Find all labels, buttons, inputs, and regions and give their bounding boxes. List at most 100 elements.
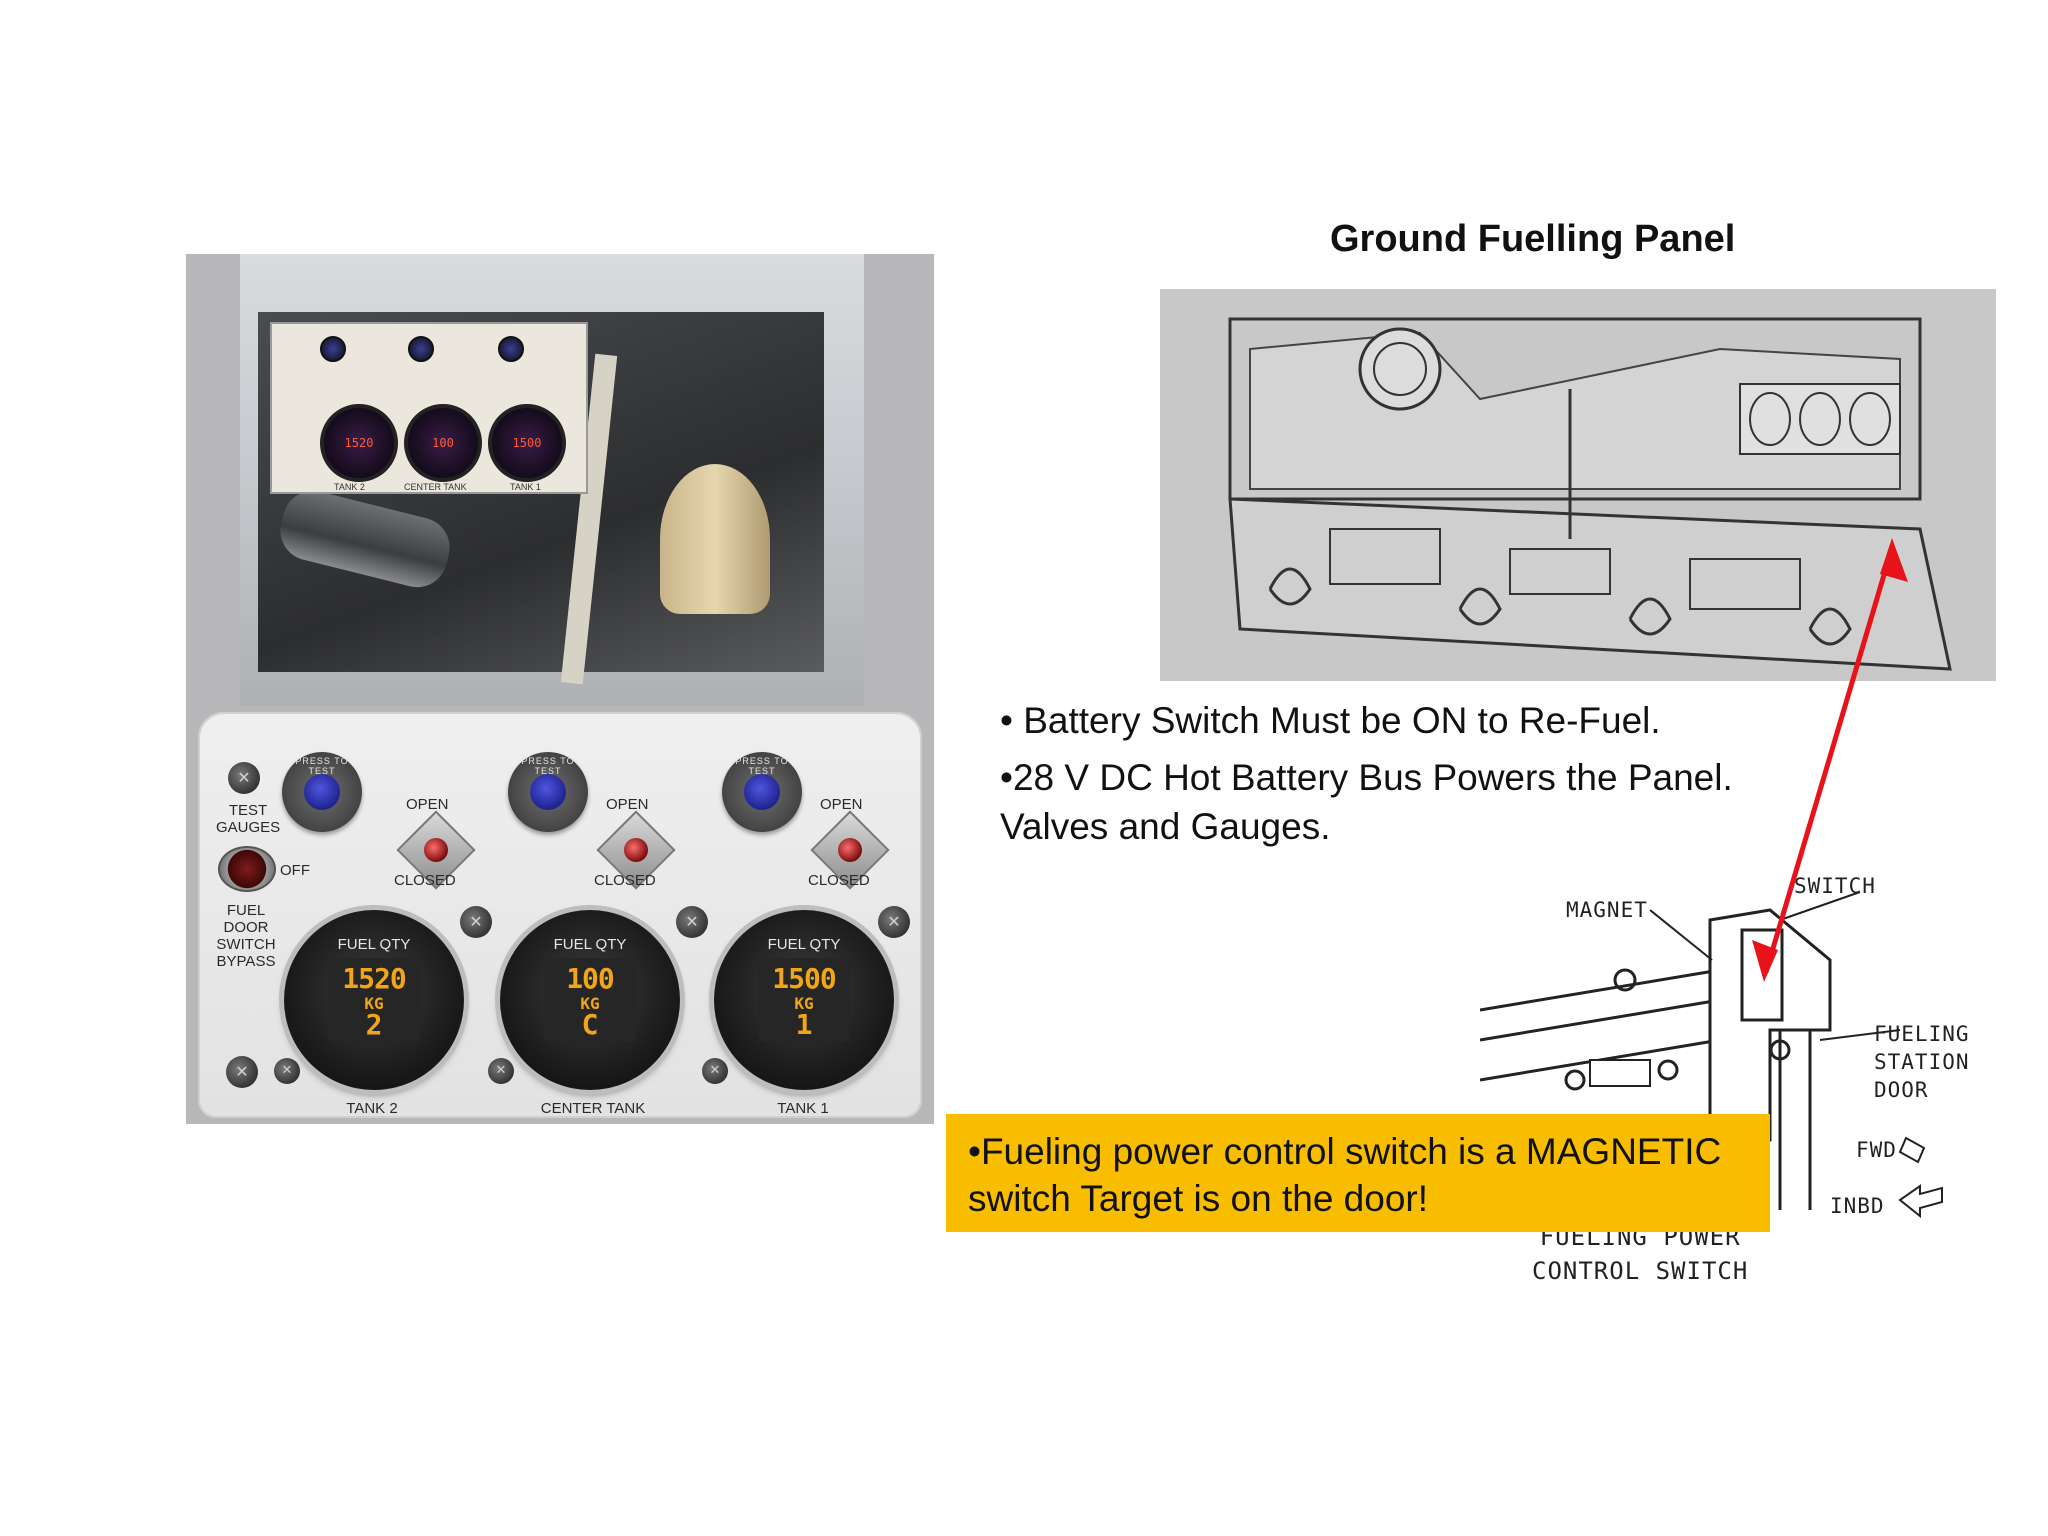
closed-label: CLOSED: [394, 872, 456, 889]
press-to-test-button-center-tank[interactable]: PRESS TO TEST: [508, 752, 588, 832]
door-latch: [1458, 587, 1502, 626]
mini-gauge-value: 100: [432, 436, 454, 450]
bypass-label: FUEL DOOR SWITCH BYPASS: [216, 902, 276, 970]
panel-bay-photo: 1520 100 1500 TANK 2 CENTER TANK TANK 1: [240, 254, 864, 706]
door-recess: [1509, 548, 1611, 595]
center-tank-label: CENTER TANK: [540, 1100, 646, 1117]
gauge-title: FUEL QTY: [337, 936, 411, 953]
gauge-unit: KG: [580, 994, 600, 1013]
gauge-value: 1520: [342, 962, 406, 995]
closed-label: CLOSED: [594, 872, 656, 889]
switch-label: SWITCH: [1794, 874, 1876, 898]
mini-label-tank-2: TANK 2: [334, 482, 365, 492]
fuel-gauge-tank-2: FUEL QTY 1520 KG 2: [284, 910, 464, 1090]
test-button-cap: [530, 774, 566, 810]
fuelling-door-illustration: [1160, 289, 1996, 681]
mini-gauge-value: 1500: [512, 436, 542, 450]
door-edge-line: [1480, 998, 1721, 1042]
magnetic-switch-callout: •Fueling power control switch is a MAGNE…: [946, 1114, 1770, 1232]
target-plate: [1589, 1059, 1651, 1087]
bolt-icon: [1769, 1039, 1791, 1061]
fueling-station-door-label: FUELING STATION DOOR: [1874, 1022, 1970, 1102]
slide-bullets: • Battery Switch Must be ON to Re-Fuel. …: [1000, 696, 1900, 859]
arrow-head-top: [1880, 538, 1908, 582]
arrow-shaft: [1763, 547, 1895, 973]
valve-switch-lever: [838, 838, 862, 862]
valve-switch-lever: [624, 838, 648, 862]
fuel-nozzle-inner: [1373, 342, 1427, 396]
gauge-value: 100: [566, 962, 615, 995]
inbd-label: INBD: [1830, 1194, 1885, 1218]
installed-fuel-panel: 1520 100 1500 TANK 2 CENTER TANK TANK 1: [270, 322, 588, 494]
closed-label: CLOSED: [808, 872, 870, 889]
gauge-outline: [1799, 392, 1841, 446]
tank-1-label: TANK 1: [777, 1100, 829, 1117]
fuel-door-switch-bypass[interactable]: [218, 846, 276, 892]
mini-test-button: [408, 336, 434, 362]
valve-switch-lever: [424, 838, 448, 862]
gauge-unit: KG: [364, 994, 384, 1013]
mini-test-button: [498, 336, 524, 362]
gauge-value: 1500: [772, 962, 836, 995]
screw-icon: ✕: [878, 906, 910, 938]
door-leader: [1819, 1029, 1901, 1041]
open-label: OPEN: [820, 796, 863, 813]
fueling-device: [660, 464, 770, 614]
screw-icon: ✕: [460, 906, 492, 938]
door-frame: [1228, 317, 1922, 501]
screw-icon: ✕: [702, 1058, 728, 1084]
press-to-test-button-tank-1[interactable]: PRESS TO TEST: [722, 752, 802, 832]
open-door-panel: [1228, 497, 1952, 671]
bolt-icon: [1564, 1069, 1586, 1091]
mini-gauge-tank-1: 1500: [488, 404, 566, 482]
fwd-label: FWD: [1856, 1138, 1897, 1162]
off-label: OFF: [280, 862, 310, 879]
gauge-cluster: [1739, 383, 1901, 455]
test-button-cap: [304, 774, 340, 810]
fuel-gauge-center-tank: FUEL QTY 100 KG C: [500, 910, 680, 1090]
screw-icon: ✕: [488, 1058, 514, 1084]
mini-test-button: [320, 336, 346, 362]
fuel-gauge-panel: ✕ TEST GAUGES OFF FUEL DOOR SWITCH BYPAS…: [198, 712, 922, 1118]
fuelling-panel-photo: 1520 100 1500 TANK 2 CENTER TANK TANK 1 …: [186, 254, 934, 1124]
bolt-icon: [1657, 1059, 1679, 1081]
bullet-hot-battery-bus: •28 V DC Hot Battery Bus Powers the Pane…: [1000, 757, 1733, 847]
bolt-icon: [1613, 968, 1637, 992]
magnet-leader: [1649, 909, 1713, 961]
arrow-head-bottom: [1752, 940, 1778, 982]
screw-icon: ✕: [676, 906, 708, 938]
screw-icon: ✕: [274, 1058, 300, 1084]
tank-2-label: TANK 2: [346, 1100, 398, 1117]
open-label: OPEN: [406, 796, 449, 813]
mini-label-center-tank: CENTER TANK: [404, 482, 467, 492]
gauge-window: [758, 958, 850, 1042]
door-latch: [1808, 607, 1852, 646]
door-recess: [1329, 528, 1441, 585]
gauge-tank-code: C: [581, 1008, 599, 1041]
press-to-test-label: PRESS TO TEST: [521, 756, 575, 776]
gauge-window: [328, 958, 420, 1042]
press-to-test-button-tank-2[interactable]: PRESS TO TEST: [282, 752, 362, 832]
gauge-outline: [1849, 392, 1891, 446]
screw-icon: ✕: [228, 762, 260, 794]
press-to-test-label: PRESS TO TEST: [735, 756, 789, 776]
switch-leader: [1779, 891, 1861, 921]
gauge-title: FUEL QTY: [553, 936, 627, 953]
red-arrow-icon: [1752, 538, 1908, 982]
inbd-arrow-icon: [1898, 1184, 1943, 1219]
door-recess: [1689, 558, 1801, 610]
test-gauges-label: TEST GAUGES: [216, 802, 281, 836]
magnet-label: MAGNET: [1566, 898, 1648, 922]
gauge-tank-code: 2: [365, 1008, 383, 1041]
gauge-tank-code: 1: [795, 1008, 813, 1041]
test-button-cap: [744, 774, 780, 810]
gauge-window: [544, 958, 636, 1042]
fuel-gauge-tank-1: FUEL QTY 1500 KG 1: [714, 910, 894, 1090]
screw-icon: ✕: [226, 1056, 258, 1088]
mini-label-tank-1: TANK 1: [510, 482, 541, 492]
slide-title: Ground Fuelling Panel: [1330, 218, 1736, 260]
open-label: OPEN: [606, 796, 649, 813]
fwd-arrow-icon: [1898, 1136, 1926, 1164]
fuel-nozzle-port: [1358, 327, 1442, 411]
door-latch: [1268, 567, 1312, 606]
